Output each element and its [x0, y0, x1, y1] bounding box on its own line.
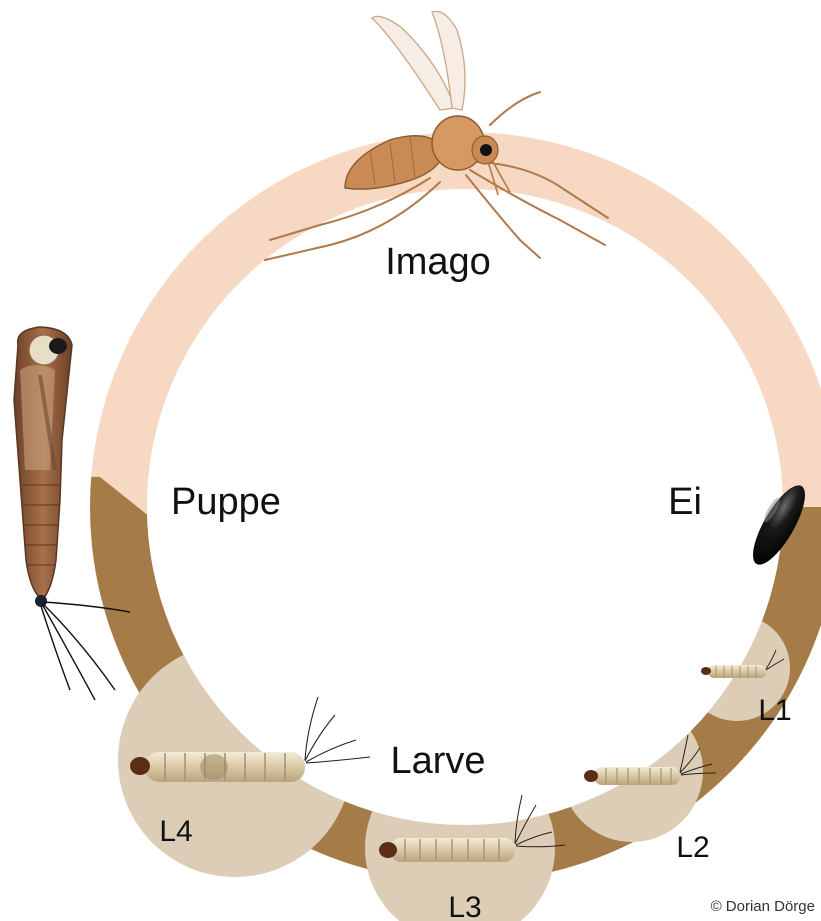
label-l1: L1 — [758, 694, 791, 727]
label-ei: Ei — [668, 481, 702, 523]
label-l3: L3 — [448, 891, 481, 921]
label-l4: L4 — [159, 815, 192, 848]
label-imago: Imago — [385, 241, 491, 283]
copyright-credit: © Dorian Dörge — [711, 898, 815, 915]
label-l2: L2 — [676, 831, 709, 864]
label-puppe: Puppe — [171, 481, 281, 523]
label-larve: Larve — [390, 740, 485, 782]
